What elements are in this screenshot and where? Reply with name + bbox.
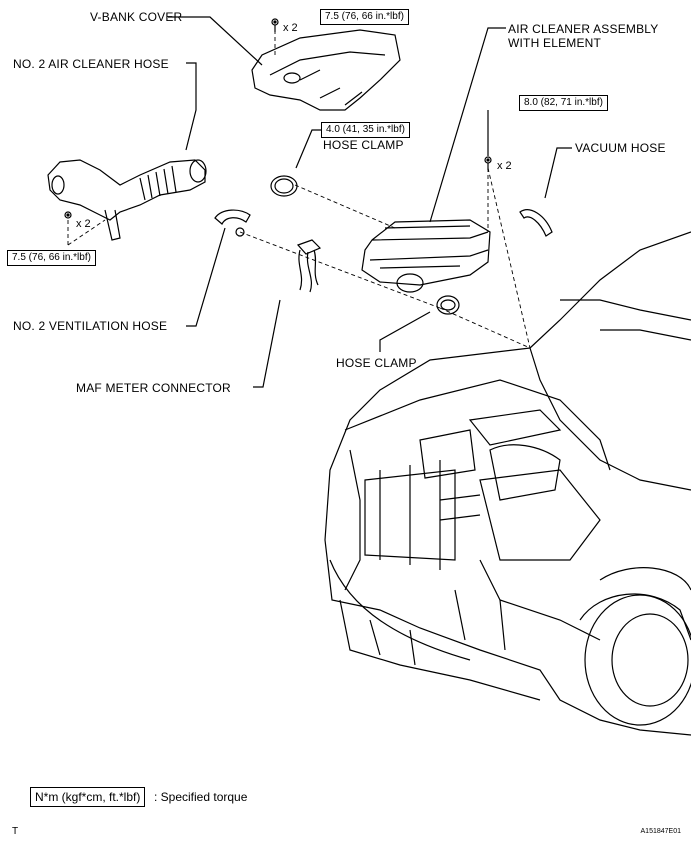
hose-clamp-upper-shape: [270, 175, 298, 197]
ventilation-hose-shape: [214, 209, 251, 225]
label-no2-air-cleaner-hose: NO. 2 AIR CLEANER HOSE: [13, 57, 169, 71]
leader-hose-clamp-upper: [295, 129, 323, 169]
torque-air-cleaner-bolt: 8.0 (82, 71 in.*lbf): [519, 95, 608, 111]
qty-air-cleaner-bolts: x 2: [497, 160, 512, 172]
figure-id: A151847E01: [640, 828, 681, 835]
vehicle-illustration: [324, 231, 691, 736]
leader-hose-clamp-lower: [379, 311, 431, 352]
label-v-bank-cover: V-BANK COVER: [90, 10, 183, 24]
hose-clamp-lower-shape: [436, 295, 460, 315]
label-hose-clamp-lower: HOSE CLAMP: [336, 356, 417, 370]
label-air-cleaner-assembly-2: WITH ELEMENT: [508, 36, 602, 50]
v-bank-cover-shape: [251, 29, 401, 111]
leader-maf-connector: [253, 299, 281, 388]
air-cleaner-hose-shape: [47, 159, 206, 221]
qty-v-bank-cover-bolts: x 2: [283, 22, 298, 34]
label-hose-clamp-upper: HOSE CLAMP: [323, 138, 404, 152]
maf-connector-shape: [296, 239, 322, 255]
leader-no2-air-cleaner-hose: [185, 62, 197, 151]
vacuum-hose-shape: [519, 209, 553, 237]
footer-left-mark: T: [12, 826, 19, 837]
air-cleaner-assembly-shape: [361, 219, 491, 286]
legend-unit-box: N*m (kgf*cm, ft.*lbf): [30, 787, 146, 807]
leader-no2-ventilation-hose: [186, 227, 226, 327]
label-vacuum-hose: VACUUM HOSE: [575, 141, 666, 155]
legend-description: : Specified torque: [154, 790, 248, 804]
torque-air-cleaner-hose-bolt: 7.5 (76, 66 in.*lbf): [7, 250, 96, 266]
leader-v-bank-cover: [168, 16, 263, 66]
label-maf-meter-connector: MAF METER CONNECTOR: [76, 381, 231, 395]
leader-vacuum-hose: [544, 147, 572, 199]
qty-air-cleaner-hose-bolts: x 2: [76, 218, 91, 230]
label-no2-ventilation-hose: NO. 2 VENTILATION HOSE: [13, 319, 168, 333]
torque-hose-clamp: 4.0 (41, 35 in.*lbf): [321, 122, 410, 138]
label-air-cleaner-assembly-1: AIR CLEANER ASSEMBLY: [508, 22, 659, 36]
torque-v-bank-cover-bolt: 7.5 (76, 66 in.*lbf): [320, 9, 409, 25]
leader-air-cleaner-assembly: [429, 27, 506, 223]
